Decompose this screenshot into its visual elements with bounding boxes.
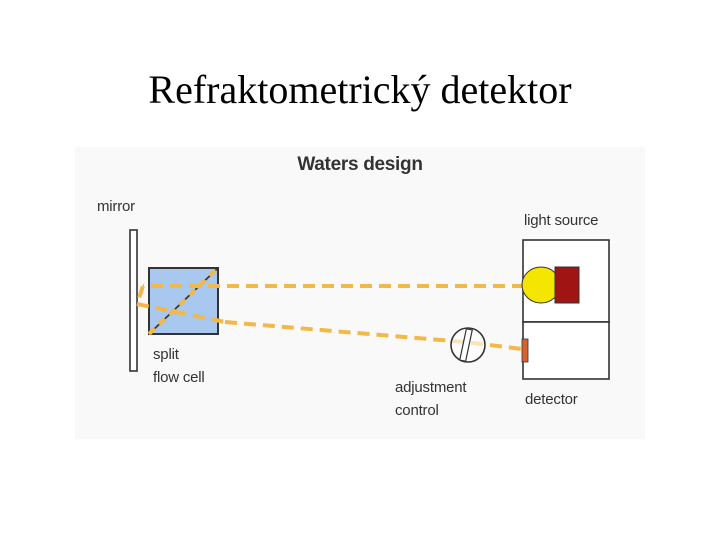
detector-element	[521, 338, 529, 363]
slide-title: Refraktometrický detektor	[148, 67, 572, 112]
adjustment-label-line2: control	[395, 402, 439, 419]
mirror	[129, 229, 138, 372]
detector-housing	[522, 321, 610, 380]
light-beam	[135, 266, 524, 351]
adjustment-control	[450, 327, 486, 363]
detector-label: detector	[525, 391, 578, 408]
flow-cell-label-line1: split	[153, 346, 179, 363]
light-source-label: light source	[524, 212, 599, 229]
diagram-drawing	[129, 229, 610, 380]
flow-cell-label-line2: flow cell	[153, 369, 205, 386]
adjustment-label-line1: adjustment	[395, 379, 467, 396]
mirror-label: mirror	[97, 198, 135, 215]
optical-diagram: Waters design mirror split flow cell lig…	[75, 147, 645, 439]
lamp	[521, 266, 580, 304]
figure-title: Waters design	[297, 154, 423, 175]
